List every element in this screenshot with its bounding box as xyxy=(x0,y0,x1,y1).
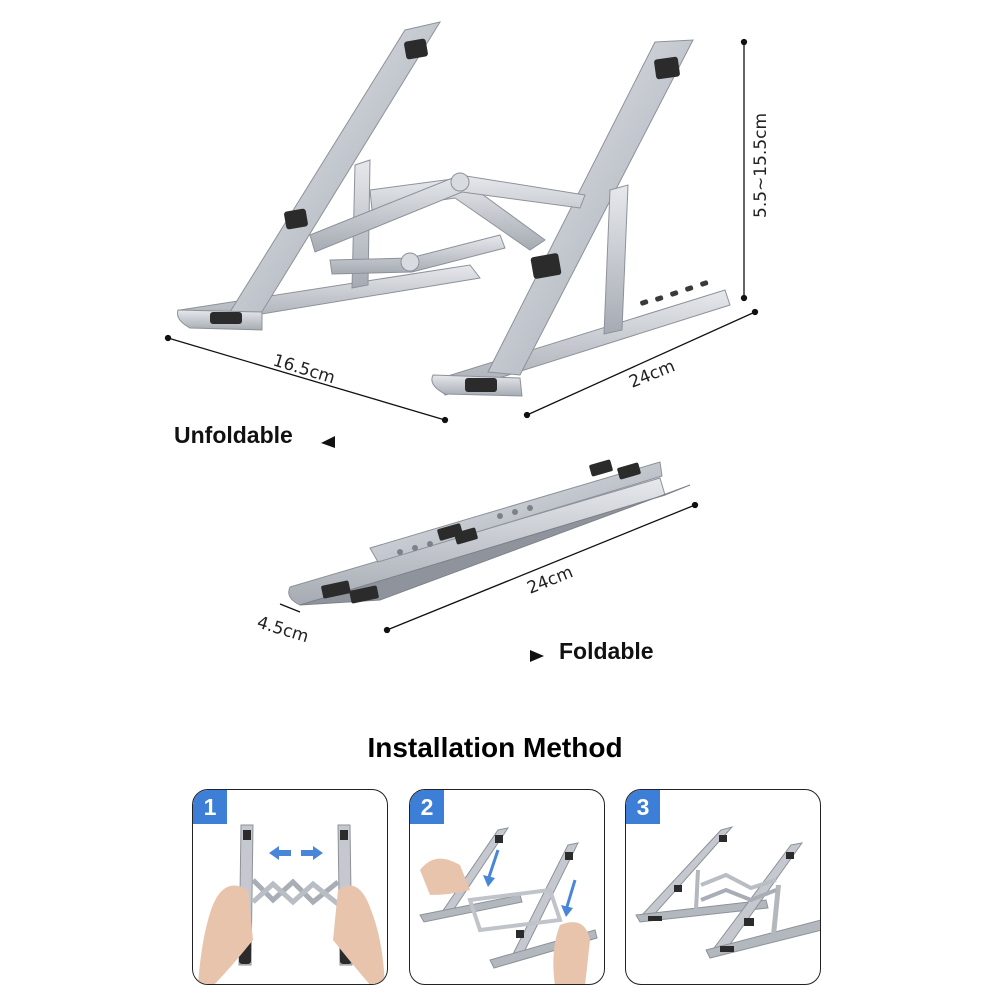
folded-stand xyxy=(288,459,691,606)
foldable-pointer-icon xyxy=(530,650,544,662)
width-dimension-label: 24cm xyxy=(626,356,678,392)
folded-width-label: 24cm xyxy=(524,562,576,598)
stand-illustration: 5.5~15.5cm 16.5cm 24cm 24cm 4.5cm xyxy=(164,21,771,662)
installation-title: Installation Method xyxy=(367,732,623,763)
step-3-illustration xyxy=(635,826,820,959)
step-1-illustration xyxy=(198,824,385,984)
unfoldable-label: Unfoldable xyxy=(174,422,293,448)
step-badge-1: 1 xyxy=(193,790,227,824)
dimension-lines xyxy=(164,38,759,424)
height-dimension-label: 5.5~15.5cm xyxy=(751,113,771,218)
step-badge-3: 3 xyxy=(626,790,660,824)
unfoldable-pointer-icon xyxy=(321,436,335,448)
folded-thickness-label: 4.5cm xyxy=(255,613,311,648)
foldable-label: Foldable xyxy=(559,638,654,664)
unfolded-stand xyxy=(177,21,731,397)
step-card-1: 1 xyxy=(192,789,388,985)
step-badge-2: 2 xyxy=(410,790,444,824)
step-2-illustration xyxy=(419,827,598,984)
depth-dimension-label: 16.5cm xyxy=(271,351,338,389)
step-card-3: 3 xyxy=(625,789,821,985)
step-card-2: 2 xyxy=(409,789,605,985)
